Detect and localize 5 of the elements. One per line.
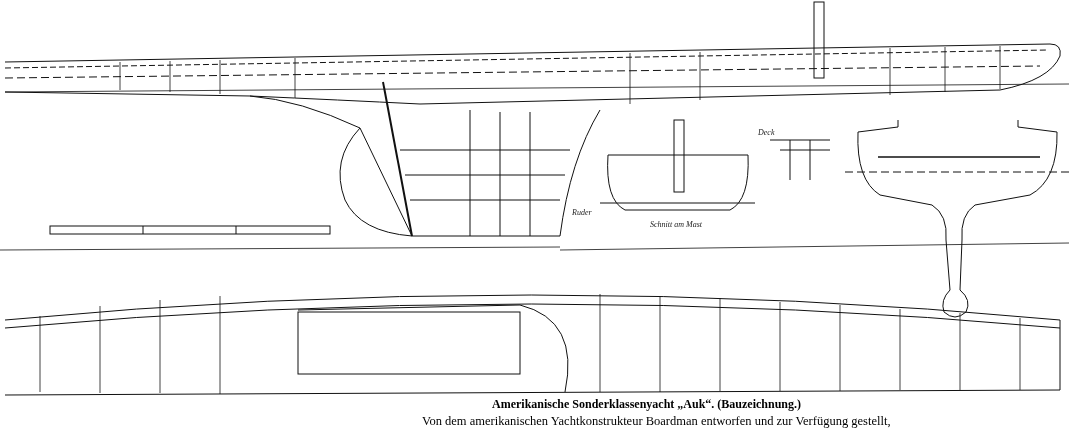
part-label: Schnitt am Mast bbox=[650, 220, 702, 229]
plan-title: Amerikanische Sonderklassenyacht „Auk“. (Bauzeichnung.) bbox=[492, 397, 802, 412]
caption: Von dem amerikanischen Yachtkonstrukteur Boardman entworfen und zur Verfügung gestellt, bbox=[422, 414, 891, 429]
part-label: Ruder bbox=[572, 208, 592, 217]
part-label: Deck bbox=[758, 128, 775, 137]
